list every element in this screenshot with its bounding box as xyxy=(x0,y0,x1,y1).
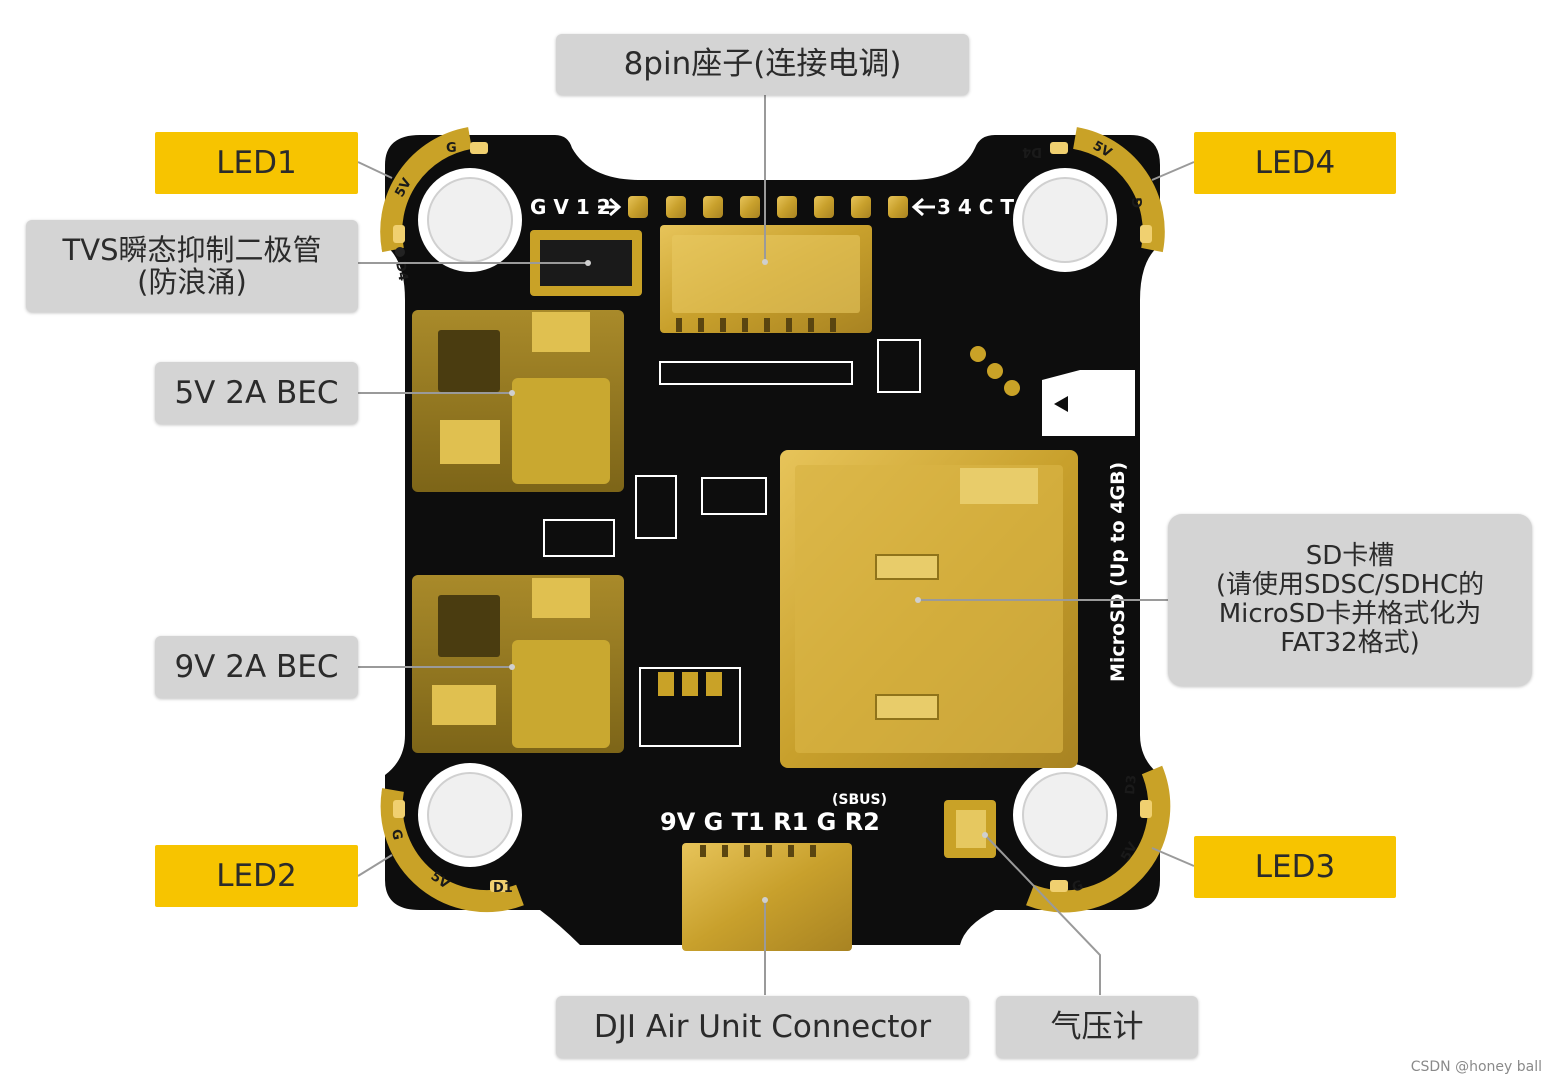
pin-arrows xyxy=(598,197,935,217)
silk-bottom-pins: 9V G T1 R1 G R2 xyxy=(660,808,880,836)
label-tvs-line1: TVS瞬态抑制二极管 xyxy=(62,232,322,267)
bec-9v-module xyxy=(412,575,624,753)
label-led3: LED3 xyxy=(1194,836,1396,898)
mounting-hole-top-right xyxy=(1013,168,1117,272)
label-bec-5v: 5V 2A BEC xyxy=(155,362,358,424)
label-led3-text: LED3 xyxy=(1254,848,1336,885)
misc-dots xyxy=(658,346,1020,696)
label-8pin-connector: 8pin座子(连接电调) xyxy=(556,34,969,95)
label-sd-line3: MicroSD卡并格式化为 xyxy=(1218,599,1482,629)
label-sd-line4: FAT32格式) xyxy=(1280,628,1420,659)
led-arc-bottom-right xyxy=(1026,765,1171,913)
mounting-hole-bottom-right xyxy=(1013,763,1117,867)
label-bec-9v-text: 9V 2A BEC xyxy=(174,648,339,685)
label-tvs-line2: (防浪涌) xyxy=(137,265,247,299)
top-solder-pads xyxy=(628,196,908,218)
led-arc-bottom-left xyxy=(380,788,524,913)
sd-card-slot xyxy=(780,450,1078,768)
silk-pad-g-tr: G xyxy=(1131,197,1146,208)
silk-microsd: MicroSD (Up to 4GB) xyxy=(1107,462,1129,682)
label-led1: LED1 xyxy=(155,132,358,194)
led-arc-pads xyxy=(393,142,1152,892)
mounting-hole-bottom-left xyxy=(418,763,522,867)
label-led1-text: LED1 xyxy=(216,144,297,181)
dji-air-unit-connector xyxy=(682,843,852,951)
label-8pin-connector-text: 8pin座子(连接电调) xyxy=(623,46,902,83)
barometer-chip xyxy=(944,800,996,858)
leader-lines xyxy=(357,94,1195,995)
led-arc-top-left xyxy=(380,127,473,257)
watermark: CSDN @honey ball xyxy=(1410,1059,1542,1075)
bec-5v-module xyxy=(412,310,624,492)
label-bec-9v: 9V 2A BEC xyxy=(155,636,358,698)
silk-pad-g-br: G xyxy=(1070,878,1085,896)
label-barometer: 气压计 xyxy=(996,996,1198,1058)
label-sd-line1: SD卡槽 xyxy=(1305,540,1395,571)
mounting-hole-top-left xyxy=(418,168,522,272)
silk-sbus: (SBUS) xyxy=(832,792,887,808)
label-led2-text: LED2 xyxy=(216,857,297,894)
label-led2: LED2 xyxy=(155,845,358,907)
label-dji-connector: DJI Air Unit Connector xyxy=(556,996,969,1058)
label-tvs-diode: TVS瞬态抑制二极管 (防浪涌) xyxy=(26,220,358,312)
label-led4-text: LED4 xyxy=(1254,144,1336,181)
sd-card-icon xyxy=(1042,370,1135,436)
misc-components xyxy=(543,339,921,747)
label-barometer-text: 气压计 xyxy=(1050,1008,1144,1045)
silk-top-right-pins: 3 4 C T xyxy=(937,195,1014,219)
silk-pad-d4-tl: D4 xyxy=(392,260,410,282)
silk-pad-g-tl: G xyxy=(446,141,457,156)
8pin-connector xyxy=(660,225,872,333)
label-led4: LED4 xyxy=(1194,132,1396,194)
silk-top-left-pins: G V 1 2 xyxy=(530,195,611,219)
silk-pad-d4-tr: D4 xyxy=(1022,144,1042,159)
silk-pad-d1-bl: D1 xyxy=(493,881,513,896)
label-sd-line2: (请使用SDSC/SDHC的 xyxy=(1215,569,1485,600)
leader-dots xyxy=(509,259,988,903)
silk-pad-g-bl: G xyxy=(388,828,405,841)
label-bec-5v-text: 5V 2A BEC xyxy=(174,374,339,411)
led-arc-top-right xyxy=(1072,127,1165,253)
label-sd-slot: SD卡槽 (请使用SDSC/SDHC的 MicroSD卡并格式化为 FAT32格… xyxy=(1168,514,1532,686)
silk-pad-d3-br: D3 xyxy=(1123,774,1140,795)
label-dji-connector-text: DJI Air Unit Connector xyxy=(593,1008,932,1045)
